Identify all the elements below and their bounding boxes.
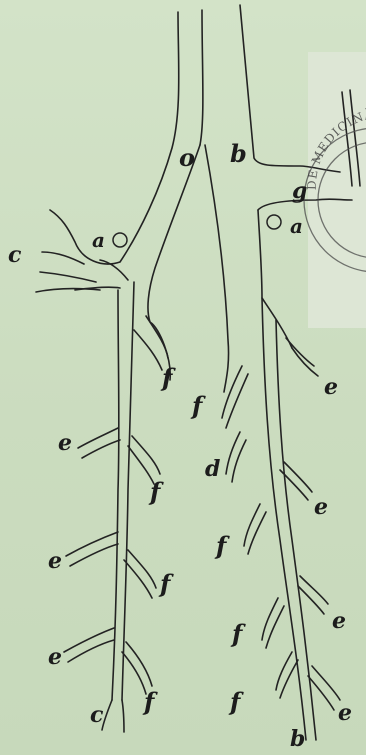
e-branch-right-3 <box>298 576 328 614</box>
label-a-right: a <box>290 216 303 236</box>
label-e-right-low: e <box>332 610 346 632</box>
left-junction <box>75 260 128 290</box>
right-edge-lines <box>342 90 360 186</box>
f-branch-2 <box>222 366 248 428</box>
label-e-left-3: e <box>48 646 62 668</box>
e-branch-2 <box>66 532 118 566</box>
label-a-left: a <box>92 230 105 250</box>
label-c-left: c <box>8 244 21 266</box>
c-branch <box>36 252 100 292</box>
right-column-outer <box>262 298 306 740</box>
e-branch-1 <box>78 428 120 458</box>
label-f-6: f <box>232 622 242 646</box>
left-column-outer <box>112 290 119 700</box>
d-branch <box>226 432 246 482</box>
label-e-right-bottom: e <box>338 702 352 724</box>
label-c-bottom: c <box>90 704 103 726</box>
left-column-inner <box>122 282 134 700</box>
label-f-5: f <box>160 572 170 596</box>
trunk-left-outer <box>50 12 179 264</box>
label-b-top: b <box>230 142 247 166</box>
f-branch-8 <box>276 652 298 698</box>
label-e-left-1: e <box>58 432 72 454</box>
label-f-7: f <box>144 690 154 714</box>
opening-left <box>113 233 127 247</box>
label-e-right-upper: e <box>324 376 338 398</box>
label-f-1: f <box>162 366 172 390</box>
label-e-left-2: e <box>48 550 62 572</box>
label-e-right-mid: e <box>314 496 328 518</box>
label-f-3: f <box>150 480 160 504</box>
e-branch-3 <box>64 628 114 662</box>
right-column-inner <box>276 320 316 740</box>
label-f-4: f <box>216 534 226 558</box>
f-branch-4 <box>244 504 266 554</box>
central-v <box>148 145 200 380</box>
central-v-right <box>205 145 229 392</box>
f-branch-1 <box>134 316 168 370</box>
label-o-center: o <box>179 146 195 170</box>
f-branch-6 <box>262 598 284 648</box>
label-d: d <box>205 458 220 480</box>
f-branch-5 <box>124 550 156 598</box>
opening-right <box>267 215 281 229</box>
label-f-8: f <box>230 690 240 714</box>
label-g: g <box>292 180 307 202</box>
trunk-left-inner <box>200 10 203 145</box>
label-f-2: f <box>192 394 202 418</box>
e-branch-right-1 <box>286 338 318 376</box>
bottom-split <box>102 700 124 732</box>
label-b-bottom: b <box>290 728 305 750</box>
